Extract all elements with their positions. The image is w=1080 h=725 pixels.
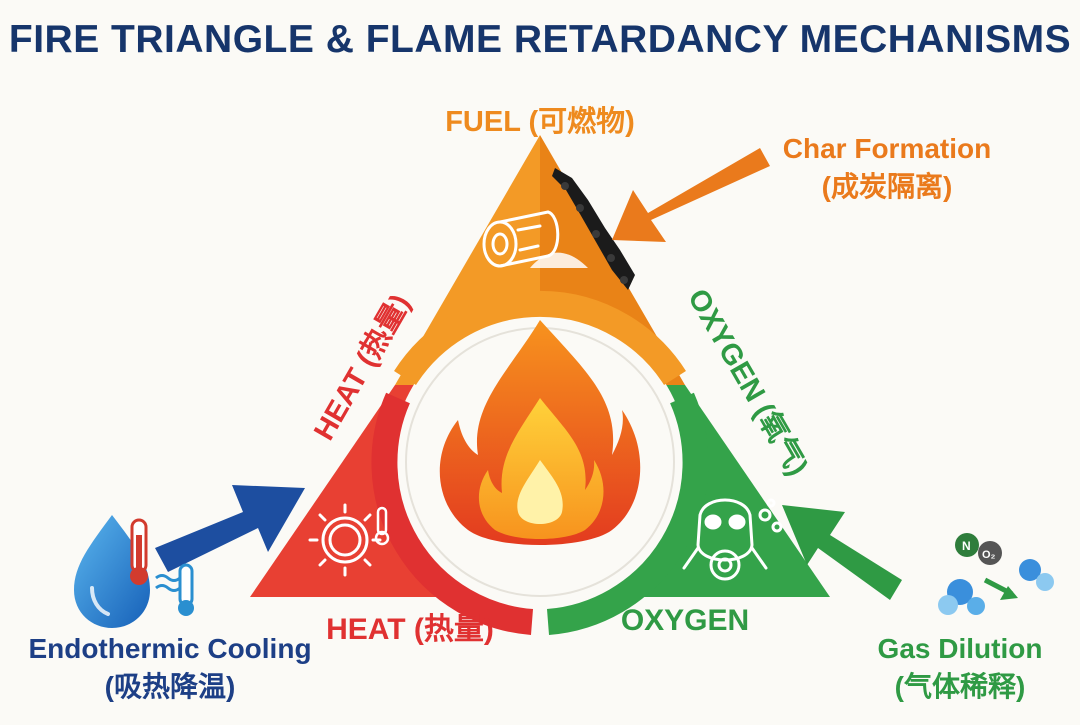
fuel-label: FUEL (可燃物)	[445, 106, 635, 138]
ring-arc-heat	[371, 392, 534, 635]
gas-dilution-label: Gas Dilution (气体稀释)	[850, 630, 1070, 706]
char-formation-title: Char Formation	[782, 133, 992, 164]
endothermic-cooling-title: Endothermic Cooling	[28, 633, 312, 664]
gas-mask-icon	[682, 498, 783, 581]
gas-dilution-subtitle: (气体稀释)	[894, 671, 1026, 702]
char-texture	[561, 182, 628, 284]
endothermic-cooling-subtitle: (吸热降温)	[104, 671, 236, 702]
ring-arc-oxygen	[546, 392, 709, 635]
log-icon	[482, 210, 588, 268]
endothermic-cooling-label: Endothermic Cooling (吸热降温)	[10, 630, 330, 706]
endothermic-cooling-arrow	[155, 485, 305, 572]
sun-icon	[308, 503, 382, 577]
char-formation-label: Char Formation (成炭隔离)	[762, 130, 1012, 206]
char-formation-arrow	[612, 148, 770, 242]
molecule-n-label: N	[962, 539, 971, 553]
thermometer-icon	[374, 506, 390, 546]
ring-arc-fuel	[394, 290, 686, 386]
cooling-thermometer-icon	[130, 518, 194, 616]
heat-bottom-label: HEAT (热量)	[326, 613, 494, 646]
oxygen-bottom-label: OXYGEN	[620, 604, 750, 637]
flame-icon	[439, 320, 641, 545]
char-formation-subtitle: (成炭隔离)	[821, 171, 953, 202]
molecule-o2-label: O₂	[982, 549, 996, 561]
gas-molecules-icon	[938, 533, 1054, 615]
gas-dilution-title: Gas Dilution	[877, 633, 1043, 664]
page-title: FIRE TRIANGLE & FLAME RETARDANCY MECHANI…	[8, 18, 1072, 61]
gas-dilution-arrow	[782, 505, 902, 600]
